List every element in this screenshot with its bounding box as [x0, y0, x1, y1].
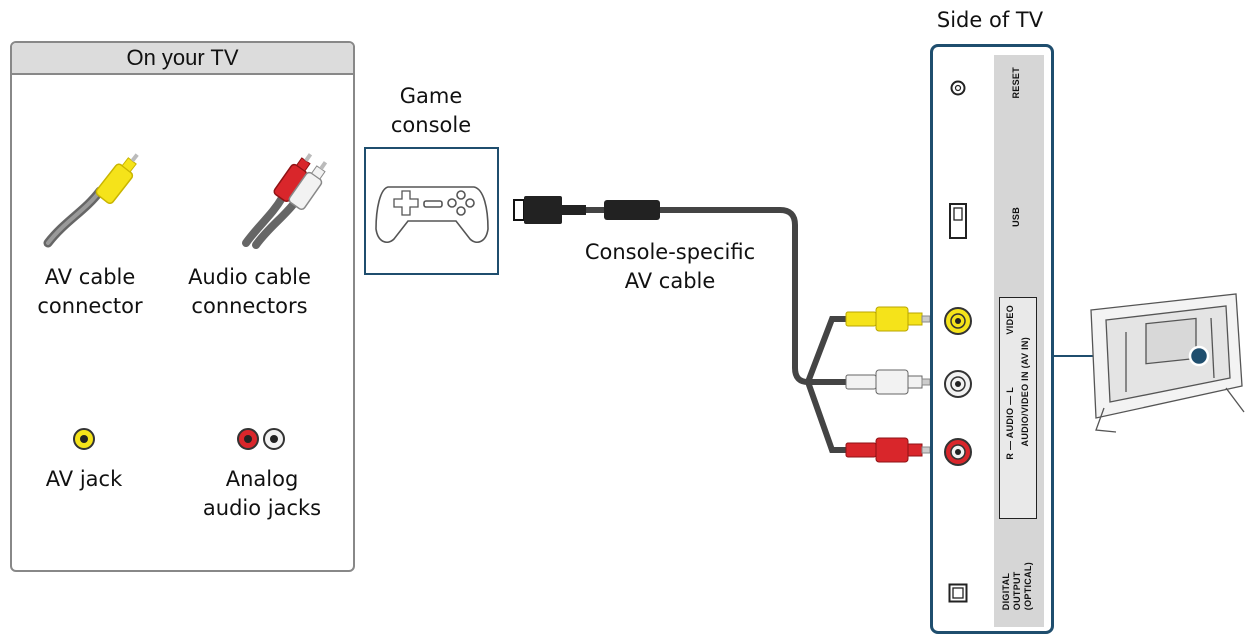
video-label: VIDEO [1005, 305, 1015, 335]
cable-branch-video [805, 316, 846, 384]
analog-audio-jacks-label: Analog audio jacks [182, 465, 342, 523]
legend-box: On your TV AV cable connector Audio cabl… [10, 41, 355, 572]
av-in-label: AUDIO/VIDEO IN (AV IN) [1020, 337, 1030, 447]
legend-title: On your TV [12, 43, 353, 75]
cable-branch-red [805, 381, 846, 453]
digital-output-line-3: (OPTICAL) [1023, 562, 1033, 611]
gamepad-icon [375, 186, 489, 243]
audio-cable-connectors-line-2: connectors [191, 294, 308, 318]
av-cable-connector-label: AV cable connector [20, 263, 160, 321]
optical-port-icon[interactable] [948, 583, 968, 603]
reset-button-icon[interactable] [949, 79, 967, 97]
console-connector [513, 196, 660, 224]
red-plug [845, 437, 931, 463]
av-cable-connector-line-1: AV cable [44, 265, 136, 289]
av-in-label-box [999, 297, 1037, 519]
analog-audio-jacks-line-2: audio jacks [202, 496, 322, 520]
usb-label: USB [1011, 207, 1021, 227]
av-jack-icon [73, 428, 95, 450]
av-cable-connector-image [43, 153, 139, 248]
audio-left-jack-icon[interactable] [942, 368, 974, 400]
cable-label-line-2: AV cable [624, 269, 716, 293]
white-plug [845, 369, 931, 395]
tv-callout-dot [1188, 345, 1210, 367]
digital-output-line-2: OUTPUT [1012, 571, 1022, 611]
digital-output-label: DIGITAL OUTPUT (OPTICAL) [1001, 562, 1033, 610]
cable-main [660, 207, 809, 385]
tv-back-image [1090, 293, 1245, 433]
game-console-box [364, 147, 499, 275]
av-cable-connector-line-2: connector [37, 294, 143, 318]
analog-audio-jacks-icon [237, 428, 285, 450]
side-of-tv-label: Side of TV [936, 8, 1044, 32]
audio-cable-connectors-line-1: Audio cable [188, 265, 311, 289]
game-console-label: Game console [376, 82, 486, 140]
cable-label-line-1: Console-specific [584, 240, 756, 264]
game-console-label-line-2: console [390, 113, 472, 137]
game-console-label-line-1: Game [399, 84, 463, 108]
analog-audio-jacks-line-1: Analog [225, 467, 299, 491]
audio-right-jack-icon[interactable] [942, 436, 974, 468]
cable-label: Console-specific AV cable [570, 238, 770, 296]
reset-label: RESET [1011, 67, 1021, 99]
tv-side-panel: RESET USB VIDEO R — AUDIO — L AUDIO/VIDE… [930, 44, 1054, 634]
yellow-plug [845, 306, 931, 332]
digital-output-line-1: DIGITAL [1001, 572, 1011, 611]
video-jack-icon[interactable] [942, 305, 974, 337]
audio-cable-connectors-label: Audio cable connectors [172, 263, 327, 321]
audio-cable-connectors-image [242, 153, 328, 249]
audio-label: R — AUDIO — L [1005, 387, 1015, 460]
av-jack-label: AV jack [45, 467, 123, 491]
usb-port-icon[interactable] [948, 202, 968, 242]
